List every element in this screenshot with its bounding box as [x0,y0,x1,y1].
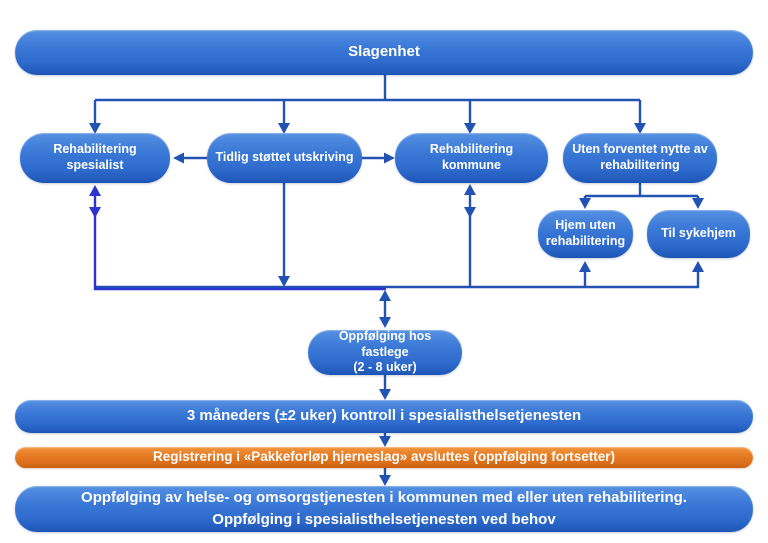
arrowhead-home-up [579,261,591,272]
banner-registrering-avsluttes-label: Registrering i «Pakkeforløp hjerneslag» … [152,449,616,465]
node-uten-forventet-nytte-label: Uten forventet nytte av rehabilitering [572,142,708,172]
arrowhead-drop-3 [464,123,476,134]
node-hjem-uten-rehabilitering-label: Hjem uten rehabilitering [545,218,626,248]
indigo-feedback-line [93,192,386,291]
arrowhead-banner2-down [379,436,391,447]
node-slagenhet-label: Slagenhet [348,43,420,61]
banner-oppfolging-kommune-line2: Oppfølging i spesialisthelsetjenesten ve… [212,511,556,528]
arrowhead-box1-up [89,185,101,196]
banner-3-maneders-kontroll-label: 3 måneders (±2 uker) kontroll i spesiali… [186,407,582,425]
connector-box1-indigo [93,192,386,291]
arrowhead-sykehjem-up [692,261,704,272]
arrowheads-blue [89,123,704,486]
arrowhead-gp-up [379,290,391,301]
arrowhead-drop-2 [278,123,290,134]
arrowheads-indigo [89,185,101,218]
arrowhead-box1-down [89,207,101,218]
node-tidlig-stottet-utskriving: Tidlig støttet utskriving [207,133,362,183]
node-til-sykehjem-label: Til sykehjem [661,226,736,241]
arrowhead-split-left [579,198,591,209]
node-rehabilitering-kommune-label: Rehabilitering kommune [429,142,514,172]
arrowhead-box3-down [464,207,476,218]
node-hjem-uten-rehabilitering: Hjem uten rehabilitering [538,210,633,258]
node-rehabilitering-kommune: Rehabilitering kommune [395,133,548,183]
node-rehabilitering-spesialist: Rehabilitering spesialist [20,133,170,183]
node-uten-forventet-nytte: Uten forventet nytte av rehabilitering [563,133,717,183]
arrowhead-left [173,152,184,164]
banner-3-maneders-kontroll: 3 måneders (±2 uker) kontroll i spesiali… [15,400,753,433]
node-slagenhet: Slagenhet [15,30,753,75]
top-branch-lines [93,75,700,477]
node-rehabilitering-spesialist-label: Rehabilitering spesialist [53,142,137,172]
arrowhead-banner3-down [379,475,391,486]
node-oppfolging-fastlege: Oppfølging hos fastlege (2 - 8 uker) [308,329,462,375]
node-oppfolging-fastlege-line2: (2 - 8 uker) [353,360,417,375]
arrowhead-right [384,152,395,164]
node-tidlig-stottet-utskriving-label: Tidlig støttet utskriving [215,150,354,165]
connector-bottom-rail [95,272,700,289]
arrowhead-drop-4 [634,123,646,134]
arrowhead-banner1-down [379,389,391,400]
arrowhead-drop-1 [89,123,101,134]
banner-oppfolging-kommune-line1: Oppfølging av helse- og omsorgstjenesten… [81,489,687,507]
node-til-sykehjem: Til sykehjem [647,210,750,258]
arrowhead-split-right [692,198,704,209]
arrowhead-gp-down [379,317,391,328]
banner-oppfolging-kommune: Oppfølging av helse- og omsorgstjenesten… [15,486,753,532]
banner-registrering-avsluttes: Registrering i «Pakkeforløp hjerneslag» … [15,447,753,468]
arrowhead-box2-down [278,276,290,287]
arrowhead-box3-up [464,184,476,195]
node-oppfolging-fastlege-line1: Oppfølging hos fastlege [338,329,432,359]
